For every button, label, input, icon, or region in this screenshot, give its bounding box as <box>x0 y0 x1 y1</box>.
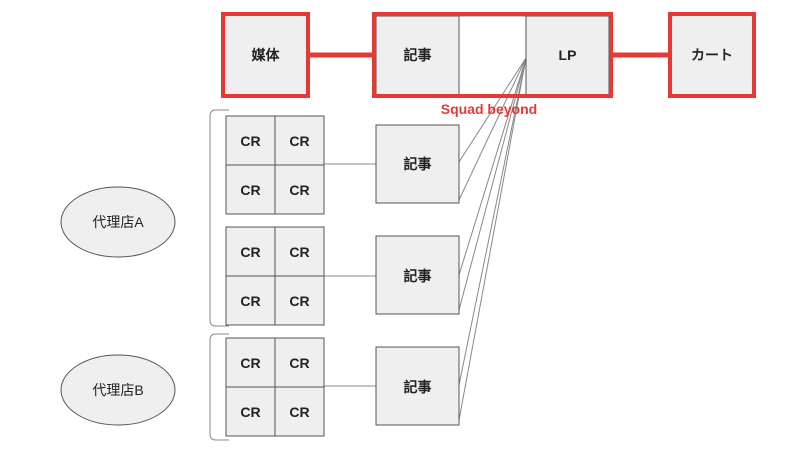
cr-label: CR <box>289 244 309 260</box>
cr-cell <box>225 275 276 326</box>
cr-label: CR <box>240 244 260 260</box>
connector-group1-lp-a <box>458 57 527 163</box>
cr-cell <box>225 164 276 215</box>
group-1-article-box <box>375 124 460 204</box>
agency-a: 代理店A <box>60 186 176 258</box>
node-cart-box <box>668 12 756 98</box>
cr-cell <box>225 386 276 437</box>
node-lp-label: LP <box>559 47 577 63</box>
cr-label: CR <box>289 355 309 371</box>
node-top-article-box <box>375 15 460 96</box>
group-2-article-box <box>375 235 460 315</box>
cr-cell <box>274 164 325 215</box>
agency-b-oval <box>60 354 176 426</box>
agency-a-label: 代理店A <box>92 214 144 230</box>
squad-beyond-frame <box>372 12 613 98</box>
cr-label: CR <box>240 133 260 149</box>
group-3-article-box <box>375 346 460 426</box>
node-cart-label: カート <box>691 47 733 63</box>
connector-group3-lp-b <box>458 57 527 421</box>
cr-cell <box>225 115 276 166</box>
cr-label: CR <box>289 293 309 309</box>
brackets <box>209 109 229 441</box>
agency-a-oval <box>60 186 176 258</box>
group-1-article-label: 記事 <box>404 156 432 172</box>
creative-group-2: CR CR CR CR 記事 <box>225 226 460 326</box>
connector-group2-lp-b <box>458 57 527 311</box>
creative-group-1: CR CR CR CR 記事 <box>225 115 460 215</box>
squad-beyond-label: Squad beyond <box>441 101 537 117</box>
node-top-article-label: 記事 <box>404 47 432 63</box>
connector-group3-lp-a <box>458 57 527 386</box>
group-3-article-label: 記事 <box>404 379 432 395</box>
node-media: 媒体 <box>221 12 310 98</box>
cr-cell <box>274 337 325 388</box>
cr-label: CR <box>289 133 309 149</box>
cr-label: CR <box>240 355 260 371</box>
node-media-label: 媒体 <box>251 47 281 63</box>
connector-group1-lp-b <box>458 57 527 201</box>
cr-label: CR <box>240 293 260 309</box>
node-cart: カート <box>668 12 756 98</box>
cr-label: CR <box>289 182 309 198</box>
agency-b-label: 代理店B <box>92 382 143 398</box>
group-2-article-label: 記事 <box>404 268 432 284</box>
cr-label: CR <box>240 182 260 198</box>
cr-cell <box>274 226 325 277</box>
bracket-agency-a <box>209 109 229 327</box>
cr-label: CR <box>289 404 309 420</box>
cr-cell <box>274 386 325 437</box>
cr-cell <box>274 275 325 326</box>
node-lp-box <box>525 15 610 96</box>
squad-beyond-group: 記事 LP Squad beyond <box>372 12 613 117</box>
node-media-box <box>221 12 310 98</box>
connector-group2-lp-a <box>458 57 527 276</box>
creative-group-3: CR CR CR CR 記事 <box>225 337 460 437</box>
bracket-agency-b <box>209 333 229 441</box>
cr-cell <box>274 115 325 166</box>
agency-b: 代理店B <box>60 354 176 426</box>
cr-label: CR <box>240 404 260 420</box>
